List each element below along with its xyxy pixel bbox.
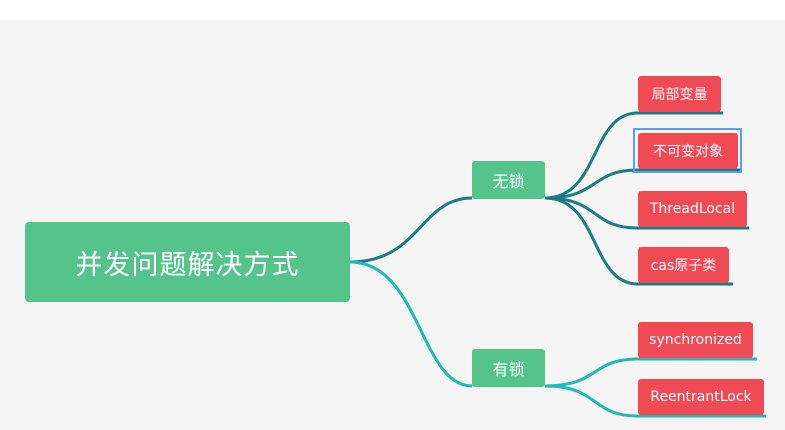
central-topic[interactable]: 并发问题解决方式 xyxy=(25,222,350,302)
leaf-topic-immutable-object[interactable]: 不可变对象 xyxy=(638,133,738,169)
leaf-topic-synchronized[interactable]: synchronized xyxy=(638,322,753,358)
leaf-topic-cas-atomic[interactable]: cas原子类 xyxy=(638,247,729,283)
connector-branch-1-leaf-4 xyxy=(544,196,639,286)
leaf-topic-threadlocal[interactable]: ThreadLocal xyxy=(638,191,747,227)
connector-branch-2-leaf-5 xyxy=(544,357,639,388)
connector-branch-1-leaf-1 xyxy=(544,111,639,200)
branch-topic-lock-free[interactable]: 无锁 xyxy=(472,161,545,199)
connector-root-branch-1 xyxy=(349,196,473,264)
connector-branch-1-leaf-3 xyxy=(544,196,639,230)
leaf-topic-local-variable[interactable]: 局部变量 xyxy=(638,76,721,112)
branch-topic-with-lock[interactable]: 有锁 xyxy=(472,349,545,387)
connector-lines xyxy=(349,111,766,418)
connector-root-branch-2 xyxy=(349,260,473,388)
connector-branch-1-leaf-2 xyxy=(544,168,639,200)
connector-branch-2-leaf-6 xyxy=(544,384,639,418)
leaf-topic-reentrantlock[interactable]: ReentrantLock xyxy=(638,379,764,415)
